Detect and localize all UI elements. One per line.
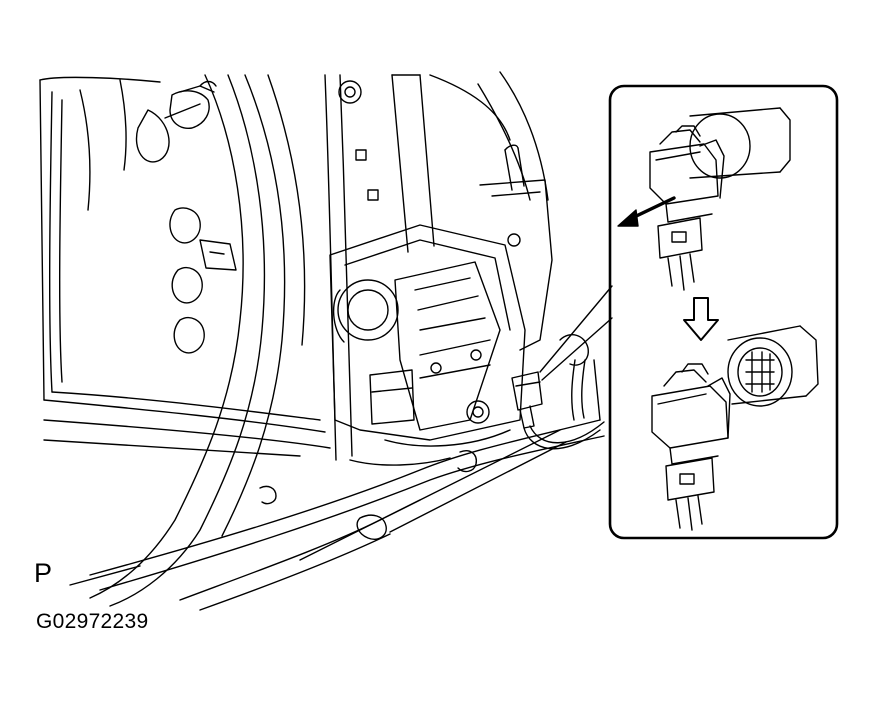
inset-detail <box>649 107 819 531</box>
lower-trim <box>69 419 605 611</box>
figure-code: G02972239 <box>36 610 149 633</box>
door-frame <box>39 74 331 607</box>
center-pillar <box>324 71 549 461</box>
connector-on-vehicle <box>511 334 605 450</box>
view-label: P <box>34 558 53 588</box>
detail-inset-box <box>608 84 839 540</box>
retractor-assembly <box>329 144 553 466</box>
arrow-pull-icon <box>617 196 676 227</box>
callout-pointer <box>539 285 613 381</box>
arrow-down-icon <box>683 297 719 341</box>
